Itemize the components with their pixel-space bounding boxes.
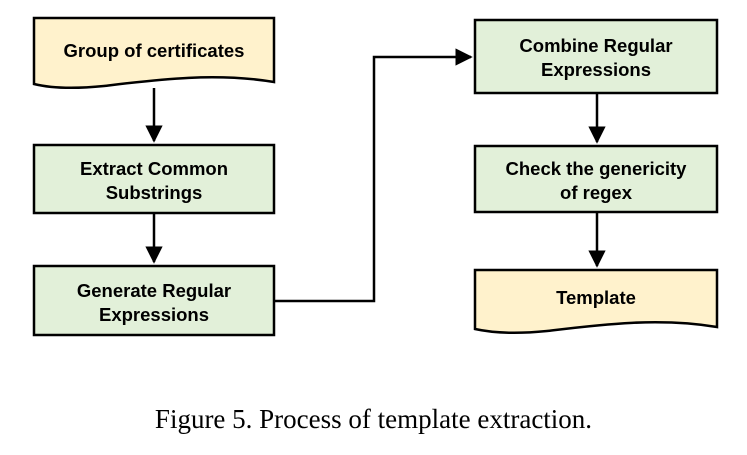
node-group-of-certificates: Group of certificates [32,16,276,89]
node-generate-regular-expressions: Generate Regular Expressions [32,264,276,337]
node-group-of-certificates-shape [32,16,276,89]
node-check-genericity: Check the genericity of regex [473,144,719,214]
node-check-genericity-label-line-2: of regex [560,182,633,203]
node-template-shape [473,268,719,334]
node-combine-regular-expressions: Combine Regular Expressions [473,18,719,95]
node-check-genericity-label-line-1: Check the genericity [506,158,688,179]
node-extract-common-substrings-label-line-1: Extract Common [80,158,228,179]
node-combine-regular-expressions-shape [473,18,719,95]
node-check-genericity-shape [473,144,719,214]
node-extract-common-substrings-shape [32,143,276,215]
node-extract-common-substrings-label-line-2: Substrings [106,182,203,203]
node-template-label: Template [556,287,636,308]
node-generate-regular-expressions-label-line-2: Expressions [99,304,209,325]
node-combine-regular-expressions-label-line-2: Expressions [541,59,651,80]
node-template: Template [473,268,719,334]
node-generate-regular-expressions-label-line-1: Generate Regular [77,280,231,301]
edge-generate-to-combine [274,48,473,303]
figure-caption: Figure 5. Process of template extraction… [154,404,593,434]
node-extract-common-substrings: Extract Common Substrings [32,143,276,215]
node-combine-regular-expressions-label-line-1: Combine Regular [519,35,672,56]
node-generate-regular-expressions-shape [32,264,276,337]
node-group-of-certificates-label: Group of certificates [64,40,245,61]
